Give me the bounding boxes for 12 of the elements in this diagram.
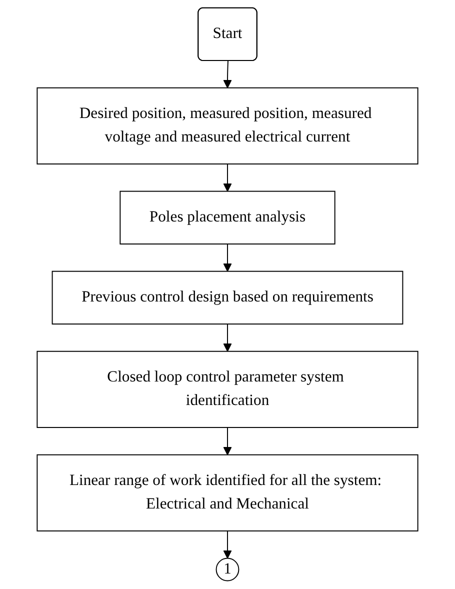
node-box: Desired position, measured position, measured voltage and measured electrical current [36, 87, 418, 164]
node-box: Poles placement analysis [120, 190, 336, 244]
arrow [223, 426, 232, 456]
arrow [223, 163, 232, 192]
node-box: Linear range of work identified for all the system: Electrical and Mechanical [36, 454, 418, 532]
node-box: Closed loop control parameter system identification [36, 350, 418, 428]
arrow [223, 324, 232, 352]
arrow [223, 244, 232, 272]
node-circle: 1 [216, 558, 240, 582]
arrow [223, 60, 232, 88]
node-box: Previous control design based on requirements [52, 270, 404, 325]
arrow [223, 530, 232, 559]
